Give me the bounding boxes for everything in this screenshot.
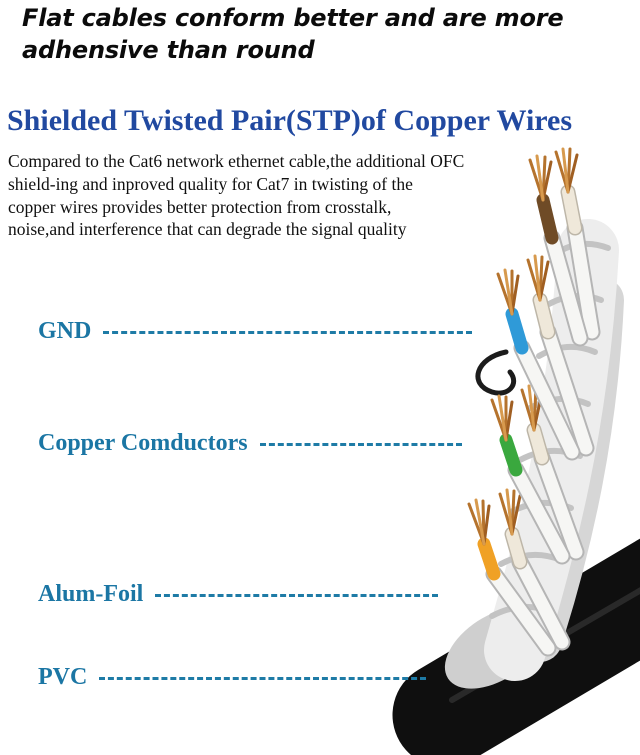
- callout-gnd: GND: [38, 315, 472, 347]
- copper-conductors-leader-line: [259, 442, 462, 446]
- drain-wire-graphic: [475, 349, 517, 396]
- tagline-line-1: Flat cables conform better and are more: [22, 4, 564, 32]
- wire-pair-orange: [467, 488, 571, 657]
- description-line-4: noise,and interference that can degrade …: [8, 219, 407, 240]
- label-gnd: GND: [38, 317, 92, 344]
- alum-foil-leader-line: [155, 593, 438, 597]
- wire-pair-brown: [528, 147, 601, 347]
- pvc-leader-line: [99, 676, 426, 680]
- wire-pair-green: [490, 384, 585, 565]
- wire-pair-blue: [496, 254, 595, 461]
- tagline: Flat cables conform better and are more …: [22, 2, 564, 66]
- description: Compared to the Cat6 network ethernet ca…: [8, 150, 464, 241]
- gnd-leader-line: [103, 330, 472, 334]
- tagline-line-2: adhensive than round: [22, 36, 315, 65]
- callout-alum-foil: Alum-Foil: [38, 578, 438, 610]
- label-alum-foil: Alum-Foil: [38, 580, 144, 607]
- callout-pvc: PVC: [38, 661, 426, 693]
- description-line-2: shield-ing and inproved quality for Cat7…: [8, 173, 413, 194]
- callout-copper-conductors: Copper Comductors: [38, 427, 462, 459]
- page-title: Shielded Twisted Pair(STP)of Copper Wire…: [7, 104, 573, 137]
- description-line-1: Compared to the Cat6 network ethernet ca…: [8, 151, 465, 171]
- label-pvc: PVC: [38, 663, 88, 690]
- description-line-3: copper wires provides better protection …: [8, 196, 392, 217]
- label-copper-conductors: Copper Comductors: [38, 429, 248, 456]
